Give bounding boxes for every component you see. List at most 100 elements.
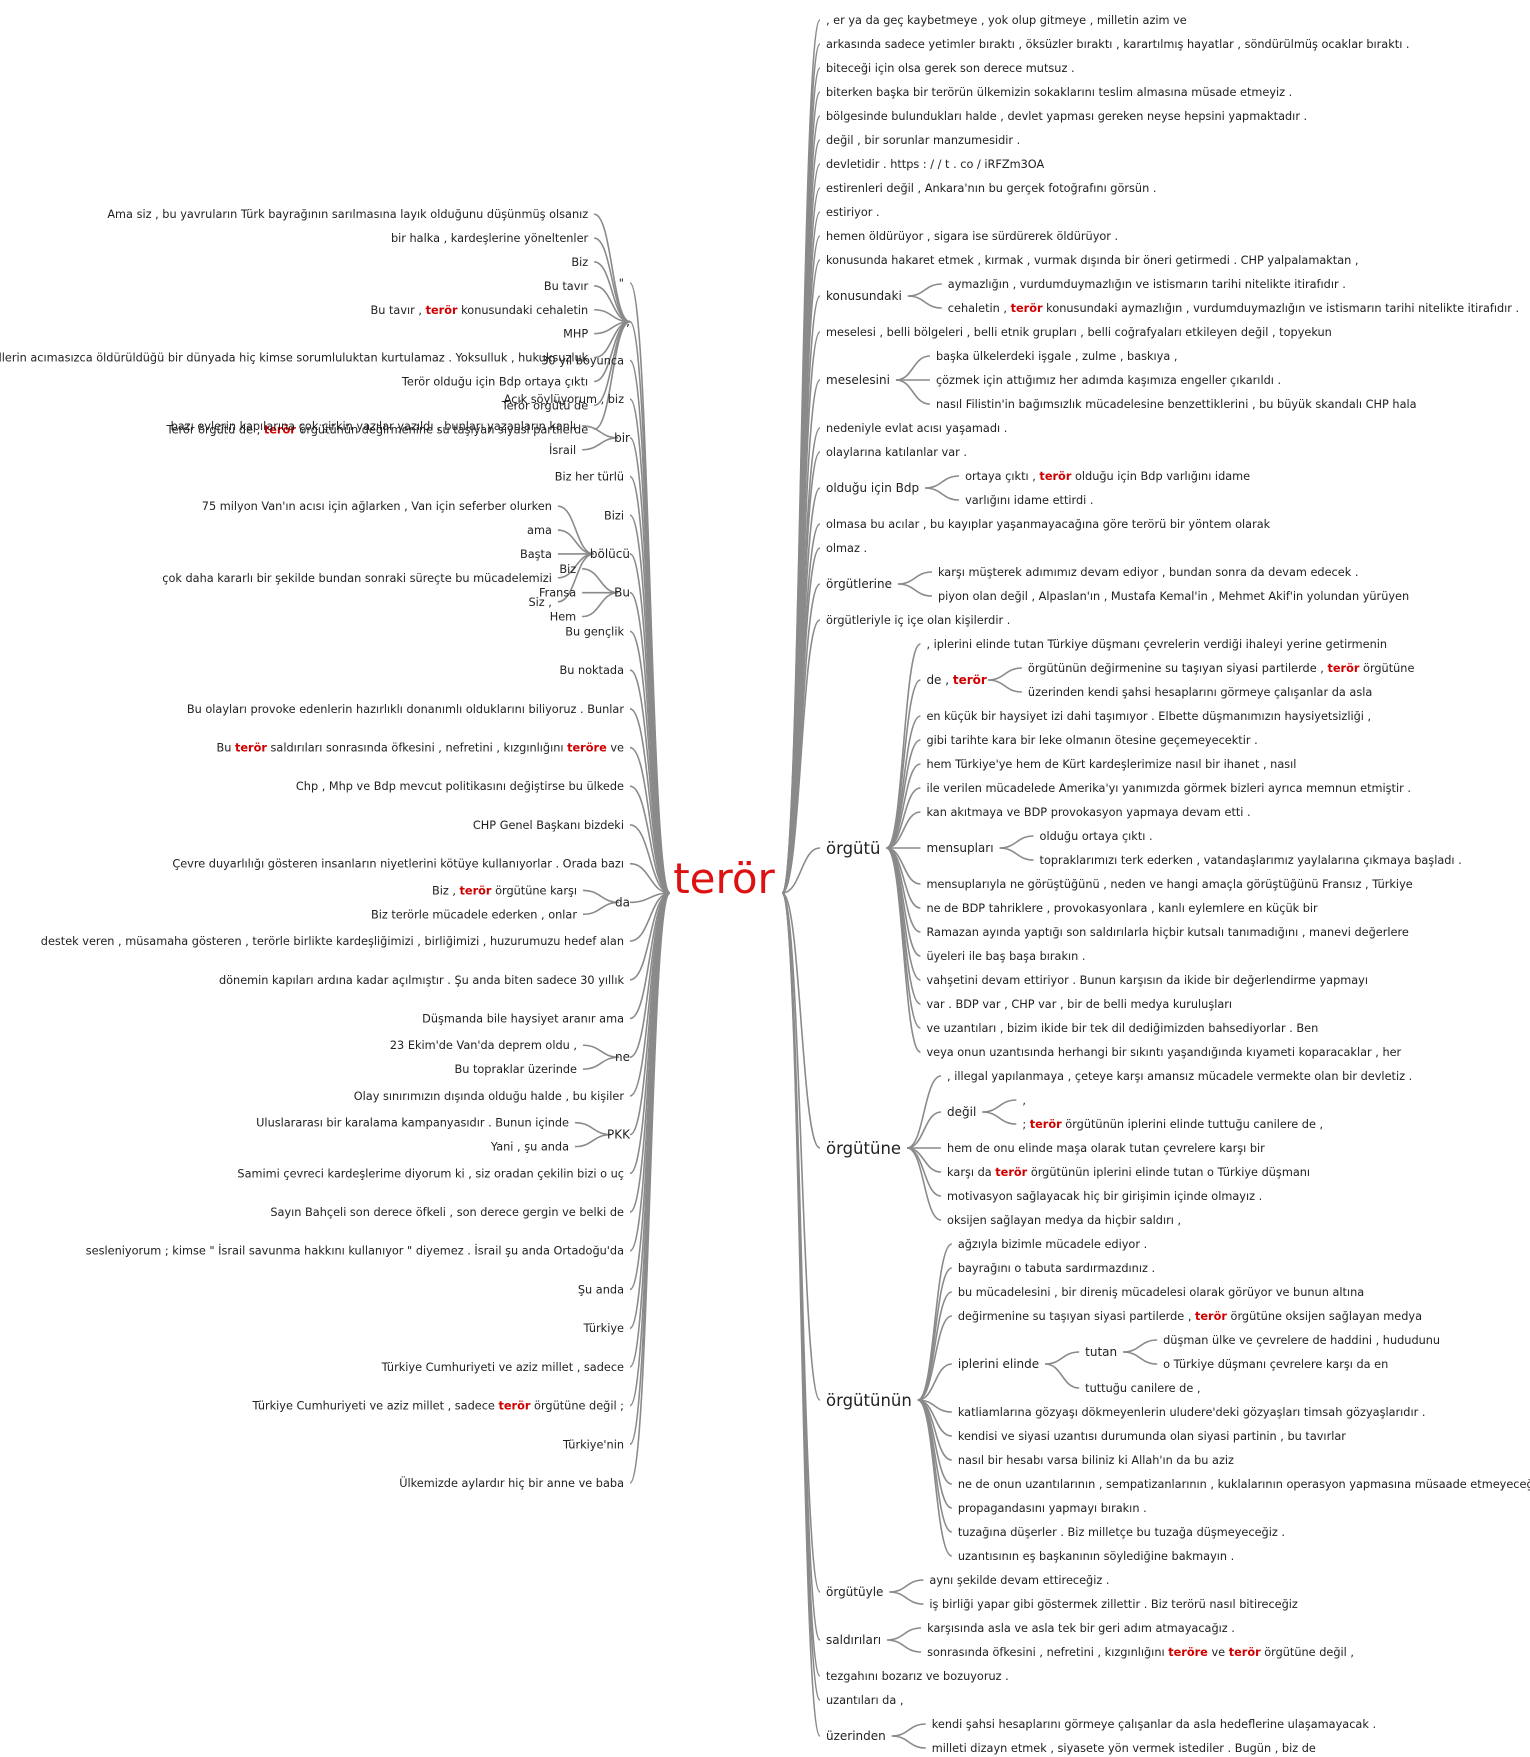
tree-link [781, 892, 821, 1401]
node-karşısında-asla-ve-asla-tek-bi: karşısında asla ve asla tek bir geri adı… [927, 1622, 1235, 1635]
tree-link [583, 889, 620, 904]
node-kendi-şahsi-hesaplarını-görmey: kendi şahsi hesaplarını görmeye çalışanl… [932, 1718, 1376, 1731]
tree-link [895, 355, 931, 381]
node-terör-örgütü-de-terör-örgütünü: Terör örgütü de , terör örgütünün değirm… [166, 423, 589, 436]
node-bazı-evlerin-kapılarına-çok-çi: bazı evlerin kapılarına çok çirkin yazıl… [171, 419, 577, 432]
node-başta: Başta [520, 547, 552, 560]
node-karşı-da-terör-örgütünün-ipler: karşı da terör örgütünün iplerini elinde… [947, 1166, 1310, 1179]
node-nasıl-bir-hesabı-varsa-biliniz: nasıl bir hesabı varsa biliniz ki Allah'… [958, 1454, 1234, 1467]
tree-link [999, 835, 1034, 849]
node-çözmek-için-attığımız-her-adım: çözmek için attığımız her adımda kaşımız… [936, 374, 1281, 387]
node-konusundaki: konusundaki [826, 289, 902, 303]
node-hemen-öldürüyor-sigara-ise-sür: hemen öldürüyor , sigara ise sürdürerek … [826, 230, 1118, 243]
node-düşmanda-bile-haysiyet-aranır-: Düşmanda bile haysiyet aranır ama [422, 1012, 624, 1025]
node-olduğu-için-bdp: olduğu için Bdp [826, 481, 919, 495]
node-aymazlığın-vurdumduymazlığın-v: aymazlığın , vurdumduymazlığın ve istism… [948, 278, 1346, 291]
tree-link [629, 785, 671, 894]
node-hem-türkiye-ye-hem-de-kürt-kar: hem Türkiye'ye hem de Kürt kardeşlerimiz… [926, 758, 1296, 771]
node-türkiye-cumhuriyeti-ve-aziz-mi: Türkiye Cumhuriyeti ve aziz millet , sad… [381, 1360, 624, 1373]
tree-link [582, 567, 619, 594]
tree-link [629, 824, 671, 894]
node-biz-terörle-mücadele-ederken-o: Biz terörle mücadele ederken , onlar [371, 908, 577, 921]
tree-link [583, 901, 620, 916]
tree-link [593, 237, 631, 323]
node-bu-tavır-terör-konusundaki-ceh: Bu tavır , terör konusundaki cehaletin [371, 303, 589, 316]
node-tuzağına-düşerler-biz-milletçe: tuzağına düşerler . Biz milletçe bu tuza… [958, 1526, 1285, 1539]
tree-link [917, 1243, 953, 1401]
keyword-highlight: terör [498, 1399, 530, 1412]
node-siz: Siz , [528, 595, 551, 608]
keyword-highlight: terör [426, 303, 458, 316]
node-bir-halka-kardeşlerine-yönelte: bir halka , kardeşlerine yöneltenler [391, 232, 589, 245]
node-chp-genel-başkanı-bizdeki: CHP Genel Başkanı bizdeki [473, 818, 624, 831]
tree-link [886, 847, 921, 1005]
tree-link [917, 1363, 952, 1401]
node-estiriyor: estiriyor . [826, 206, 880, 219]
node-çok-daha-kararlı-bir-şekilde-b: çok daha kararlı bir şekilde bundan sonr… [162, 571, 552, 584]
tree-link [629, 892, 671, 1484]
node-illegal-yapılanmaya-çeteye-kar: , illegal yapılanmaya , çeteye karşı ama… [947, 1070, 1412, 1083]
node-örgütleriyle-iç-içe-olan-kişil: örgütleriyle iç içe olan kişilerdir . [826, 614, 1010, 627]
node-var-bdp-var-chp-var-bir-de-bel: var . BDP var , CHP var , bir de belli m… [926, 998, 1232, 1011]
tree-link [886, 679, 921, 849]
keyword-highlight: terör [1195, 1310, 1227, 1323]
node-türkiye-nin: Türkiye'nin [562, 1438, 624, 1451]
tree-link [889, 1579, 924, 1593]
node-devletidir-https-t-co-irfzm3oa: devletidir . https : / / t . co / iRFZm3… [826, 158, 1044, 171]
tree-link [887, 1639, 922, 1653]
node-üzerinden-kendi-şahsi-hesaplar: üzerinden kendi şahsi hesaplarını görmey… [1028, 686, 1372, 699]
node-konusunda-hakaret-etmek-kırmak: konusunda hakaret etmek , kırmak , vurma… [826, 254, 1359, 267]
node-terör-olduğu-için-bdp-ortaya-ç: Terör olduğu için Bdp ortaya çıktı [401, 375, 588, 388]
keyword-highlight: terör [460, 884, 492, 897]
tree-link [781, 892, 821, 1149]
node-bizi: Bizi [604, 509, 624, 522]
node-bu-terör-saldırıları-sonrasınd: Bu terör saldırıları sonrasında öfkesini… [216, 741, 624, 754]
tree-link [629, 862, 671, 894]
node-mark: , [1022, 1094, 1026, 1107]
node-ağzıyla-bizimle-mücadele-ediyo: ağzıyla bizimle mücadele ediyor . [958, 1238, 1147, 1251]
tree-link [887, 1627, 922, 1641]
keyword-highlight: teröre [567, 741, 607, 754]
node-ile-verilen-mücadelede-amerika: ile verilen mücadelede Amerika'yı yanımı… [926, 782, 1410, 795]
node-75-milyon-van-ın-acısı-için-ağ: 75 milyon Van'ın acısı için ağlarken , V… [202, 500, 552, 513]
keyword-highlight: terör [1011, 302, 1043, 315]
node-türkiye-cumhuriyeti-ve-aziz-mi: Türkiye Cumhuriyeti ve aziz millet , sad… [251, 1399, 624, 1412]
node-mark: , [626, 315, 630, 329]
node-ama-siz-bu-yavruların-türk-bay: Ama siz , bu yavruların Türk bayrağının … [107, 208, 588, 221]
keyword-highlight: terör [1229, 1646, 1261, 1659]
tree-link [999, 847, 1034, 861]
node-örgütünün: örgütünün [826, 1391, 912, 1410]
node-mensupları: mensupları [926, 841, 993, 855]
node-terör-örgütünün-iplerini-elind: ; terör örgütünün iplerini elinde tuttuğ… [1022, 1118, 1323, 1131]
node-cehaletin-terör-konusundaki-ay: cehaletin , terör konusundaki aymazlığın… [948, 302, 1519, 315]
node-da: da [615, 895, 630, 909]
node-de-terör: de , terör [926, 673, 986, 687]
keyword-highlight: terör [1039, 470, 1071, 483]
tree-link [1123, 1339, 1158, 1353]
node-milleti-dizayn-etmek-siyasete-: milleti dizayn etmek , siyasete yön verm… [932, 1742, 1316, 1755]
node-örgütü: örgütü [826, 839, 880, 858]
tree-link [593, 213, 631, 323]
node-biteceği-için-olsa-gerek-son-d: biteceği için olsa gerek son derece muts… [826, 62, 1075, 75]
node-biterken-başka-bir-terörün-ülk: biterken başka bir terörün ülkemizin sok… [826, 86, 1292, 99]
tree-link [885, 847, 922, 1053]
node-dönemin-kapıları-ardına-kadar-: dönemin kapıları ardına kadar açılmıştır… [219, 973, 624, 986]
node-ne-de-bdp-tahriklere-provokasy: ne de BDP tahriklere , provokasyonlara ,… [926, 902, 1318, 915]
node-biz-her-türlü: Biz her türlü [555, 470, 624, 483]
node-olmasa-bu-acılar-bu-kayıplar-y: olmasa bu acılar , bu kayıplar yaşanmaya… [826, 518, 1271, 531]
node-değil: değil [947, 1105, 976, 1119]
tree-link [781, 331, 821, 894]
node-terör-örgütü-de: Terör örgütü de [501, 399, 589, 412]
node-vahşetini-devam-ettiriyor-bunu: vahşetini devam ettiriyor . Bunun karşıs… [926, 974, 1368, 987]
node-mhp: MHP [563, 327, 588, 340]
node-bu-noktada: Bu noktada [559, 664, 624, 677]
node-tezgahını-bozarız-ve-bozuyoruz: tezgahını bozarız ve bozuyoruz . [826, 1670, 1009, 1683]
node-bir: bir [614, 431, 630, 445]
keyword-highlight: teröre [1168, 1646, 1208, 1659]
node-bölücü: bölücü [590, 547, 630, 561]
node-açık-söylüyorum-biz: Açık söylüyorum , biz [504, 393, 624, 406]
node-bu-olayları-provoke-edenlerin-: Bu olayları provoke edenlerin hazırlıklı… [187, 702, 625, 715]
tree-link [982, 1111, 1017, 1125]
node-biz: Biz [571, 255, 588, 268]
